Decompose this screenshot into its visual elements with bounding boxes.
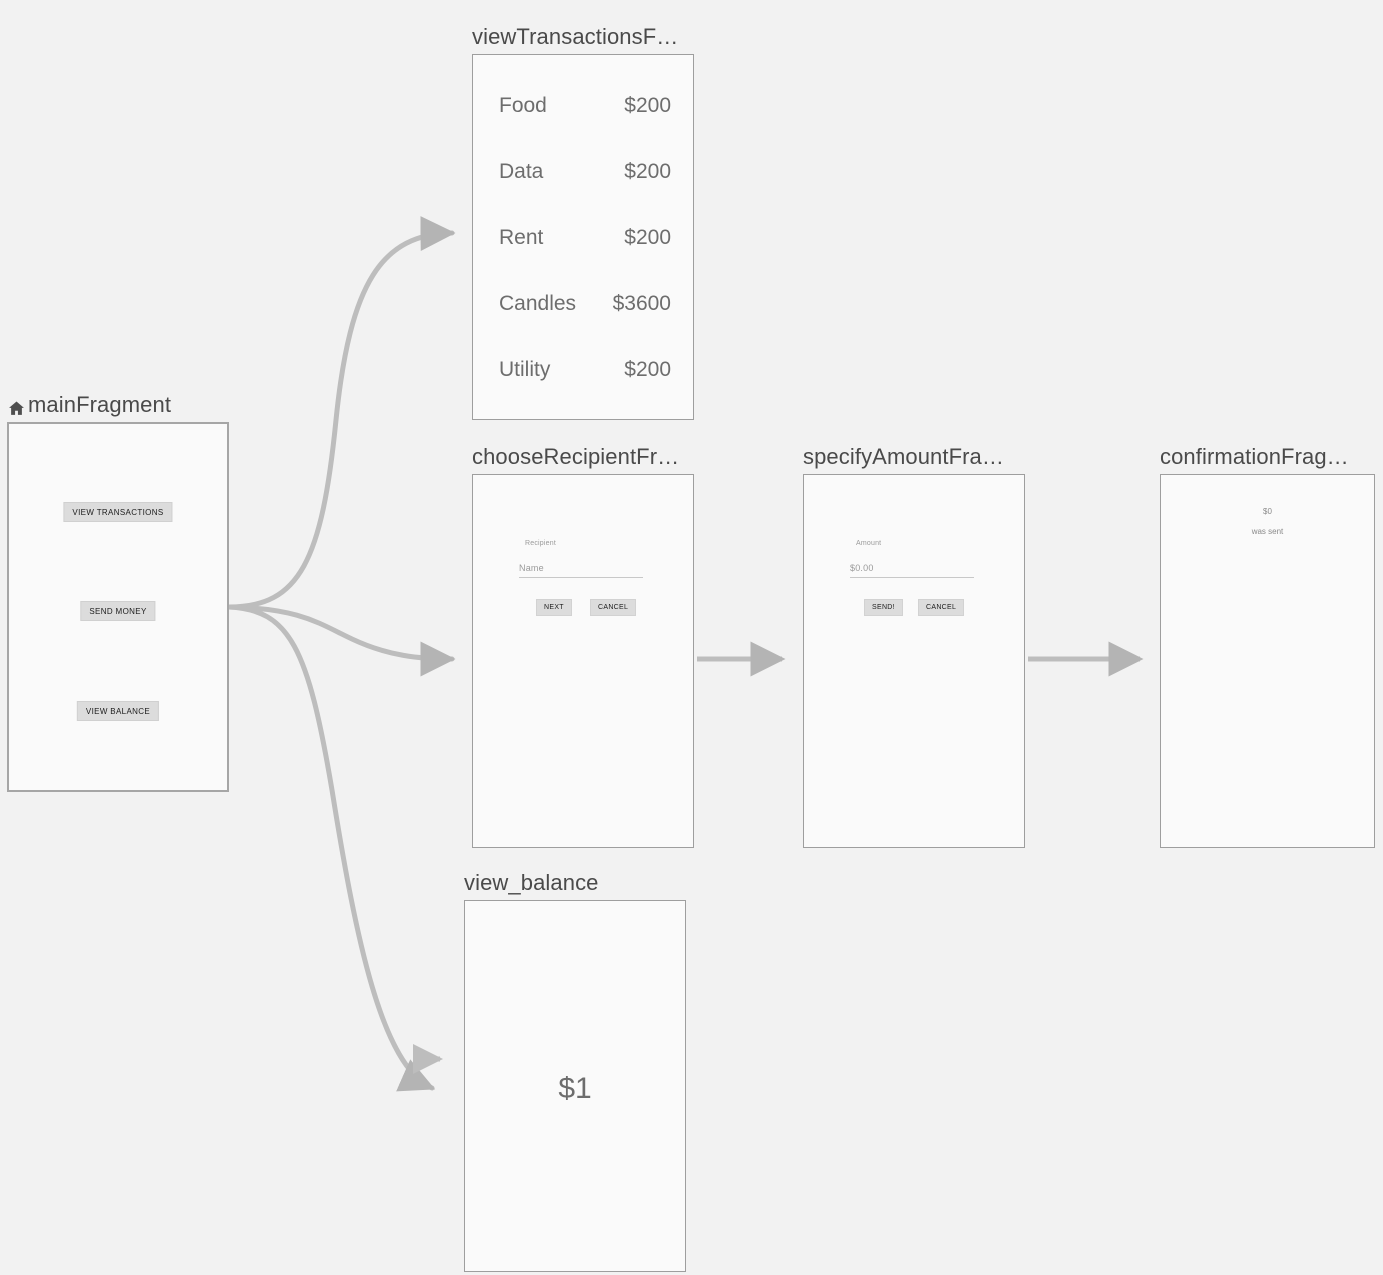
edge-main-to-view-transactions [226, 215, 456, 610]
node-label-view-balance: view_balance [464, 870, 599, 896]
node-view-balance[interactable]: view_balance $1 [464, 870, 686, 1272]
transaction-row: Food $200 [473, 94, 693, 118]
cancel-button[interactable]: CANCEL [590, 599, 637, 616]
node-frame-choose-recipient-fragment: Recipient Name NEXT CANCEL [472, 474, 694, 848]
confirmation-amount: $0 [1263, 507, 1272, 516]
node-frame-confirmation-fragment: $0 was sent [1160, 474, 1375, 848]
node-title-text: confirmationFrag… [1160, 444, 1349, 469]
balance-amount: $1 [558, 1072, 592, 1105]
node-title-text: viewTransactionsF… [472, 24, 679, 49]
node-title-text: view_balance [464, 870, 599, 895]
node-main-fragment[interactable]: mainFragment VIEW TRANSACTIONS SEND MONE… [7, 392, 229, 792]
node-label-view-transactions-fragment: viewTransactionsF… [472, 24, 678, 50]
view-transactions-button[interactable]: VIEW TRANSACTIONS [63, 502, 173, 522]
node-view-transactions-fragment[interactable]: viewTransactionsF… Food $200 Data $200 R… [472, 24, 694, 420]
transaction-row: Candles $3600 [473, 292, 693, 316]
node-frame-view-transactions-fragment: Food $200 Data $200 Rent $200 Candles $3… [472, 54, 694, 420]
send-button[interactable]: SEND! [864, 599, 903, 616]
transaction-amount: $200 [624, 358, 671, 381]
node-label-specify-amount-fragment: specifyAmountFra… [803, 444, 1004, 470]
transaction-amount: $3600 [612, 292, 671, 315]
node-confirmation-fragment[interactable]: confirmationFrag… $0 was sent [1160, 444, 1375, 848]
amount-input[interactable]: $0.00 [850, 563, 974, 578]
node-label-choose-recipient-fragment: chooseRecipientFr… [472, 444, 679, 470]
amount-label: Amount [856, 540, 882, 547]
recipient-label: Recipient [525, 540, 556, 547]
home-icon [7, 398, 26, 417]
next-button[interactable]: NEXT [536, 599, 572, 616]
node-title-text: mainFragment [28, 392, 172, 417]
node-label-main-fragment: mainFragment [7, 392, 171, 418]
transaction-amount: $200 [624, 226, 671, 249]
node-specify-amount-fragment[interactable]: specifyAmountFra… Amount $0.00 SEND! CAN… [803, 444, 1025, 848]
send-money-button[interactable]: SEND MONEY [80, 601, 156, 621]
node-title-text: specifyAmountFra… [803, 444, 1004, 469]
node-title-text: chooseRecipientFr… [472, 444, 680, 469]
transaction-name: Data [499, 160, 544, 183]
recipient-name-input[interactable]: Name [519, 563, 643, 578]
transaction-row: Utility $200 [473, 358, 693, 382]
transaction-row: Rent $200 [473, 226, 693, 250]
view-balance-button[interactable]: VIEW BALANCE [76, 701, 160, 721]
transaction-row: Data $200 [473, 160, 693, 184]
confirmation-message: was sent [1251, 527, 1284, 536]
node-choose-recipient-fragment[interactable]: chooseRecipientFr… Recipient Name NEXT C… [472, 444, 694, 848]
transaction-name: Candles [499, 292, 577, 315]
transaction-amount: $200 [624, 160, 671, 183]
node-label-confirmation-fragment: confirmationFrag… [1160, 444, 1349, 470]
transaction-amount: $200 [624, 94, 671, 117]
node-frame-main-fragment: VIEW TRANSACTIONS SEND MONEY VIEW BALANC… [7, 422, 229, 792]
cancel-button[interactable]: CANCEL [918, 599, 965, 616]
node-frame-view-balance: $1 [464, 900, 686, 1272]
transaction-name: Food [499, 94, 547, 117]
edge-main-to-choose-recipient [226, 604, 456, 677]
edge-main-to-view-balance [226, 604, 436, 1092]
transaction-name: Utility [499, 358, 551, 381]
transaction-name: Rent [499, 226, 544, 249]
node-frame-specify-amount-fragment: Amount $0.00 SEND! CANCEL [803, 474, 1025, 848]
